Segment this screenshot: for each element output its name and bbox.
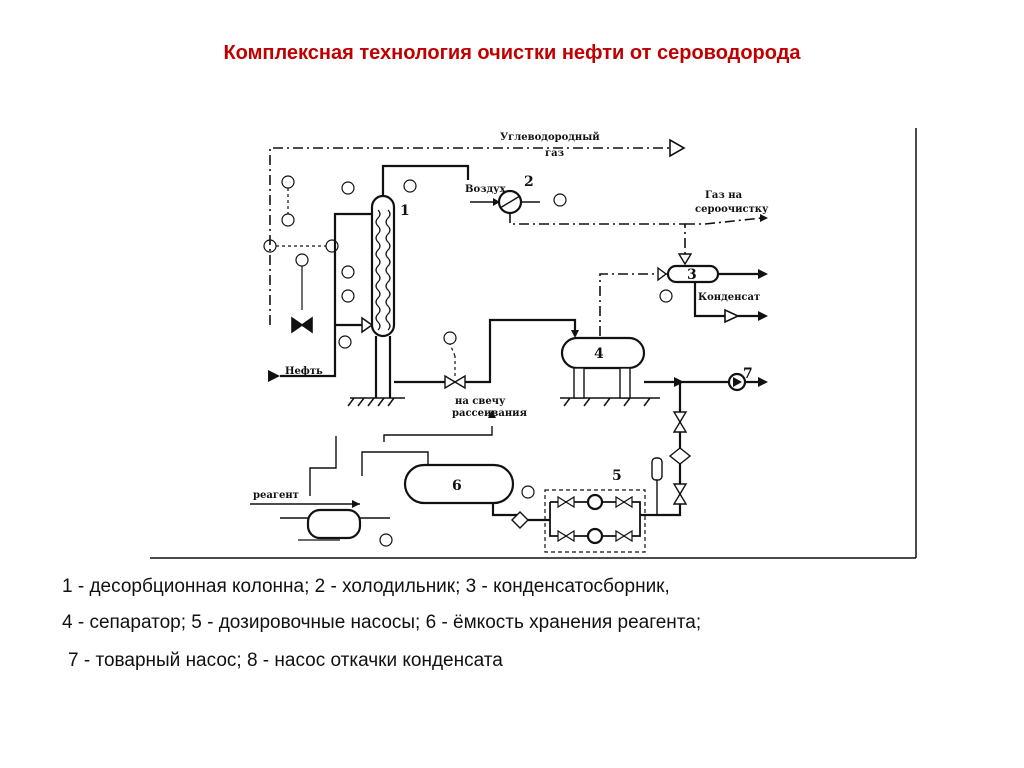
separator <box>560 336 646 370</box>
gas-dashdot-line <box>509 213 686 254</box>
label-reagent: реагент <box>253 490 299 501</box>
number-5: 5 <box>612 468 622 484</box>
valves-vertical <box>672 411 688 505</box>
pressure-vessel-small <box>651 457 663 481</box>
oil-feed-line <box>280 212 372 378</box>
reagent-feed-vertical <box>652 382 682 517</box>
process-flow-diagram: Углеводородный газ Нефть <box>150 128 917 559</box>
valve-separator <box>444 374 466 390</box>
desorption-column <box>370 194 396 398</box>
label-to-flare-1: на свечу <box>455 396 506 407</box>
separator-supports <box>573 367 631 399</box>
legend-line-1: 1 - десорбционная колонна; 2 - холодильн… <box>62 576 670 597</box>
reagent-storage-tank <box>403 463 515 505</box>
oil-inlet-arrow <box>268 370 280 382</box>
gas-outlet-arrow <box>669 138 686 158</box>
instrument-group-left <box>263 175 457 349</box>
legend-line-3: 7 - товарный насос; 8 - насос откачки ко… <box>68 650 503 671</box>
label-hydrocarbon-gas-1: Углеводородный <box>500 132 600 143</box>
label-hydrocarbon-gas-2: газ <box>545 148 564 159</box>
label-gas-to-cleaning-2: сероочистку <box>695 204 769 215</box>
label-to-flare-2: рассеивания <box>452 408 528 419</box>
number-4: 4 <box>594 346 604 362</box>
condensate-line <box>693 282 725 318</box>
dosing-pumps-group <box>544 489 646 553</box>
filter-vertical <box>668 447 692 465</box>
dosing-valves <box>557 495 633 543</box>
page-title: Комплексная технология очистки нефти от … <box>223 42 801 64</box>
condensate-pump <box>724 308 740 324</box>
number-2: 2 <box>524 174 534 190</box>
number-6: 6 <box>452 478 462 494</box>
number-1: 1 <box>400 203 410 219</box>
column-top-line <box>381 164 470 196</box>
collector-dashdot-in <box>599 273 668 340</box>
label-oil: Нефть <box>285 366 323 377</box>
label-air: Воздух <box>465 184 507 195</box>
hydrocarbon-gas-line <box>269 147 680 325</box>
legend-line-2: 4 - сепаратор; 5 - дозировочные насосы; … <box>62 612 702 633</box>
valve-oil <box>291 316 313 334</box>
number-3: 3 <box>687 267 697 283</box>
label-condensate: Конденсат <box>698 292 760 303</box>
collector-inlet-arrow <box>677 253 693 266</box>
label-gas-to-cleaning-1: Газ на <box>705 190 743 201</box>
number-7: 7 <box>743 366 753 382</box>
reagent-dosing-tank <box>306 508 362 540</box>
column-inlet-arrow <box>361 316 374 334</box>
dosing-pump-1 <box>586 493 604 511</box>
dosing-pump-2 <box>586 527 604 545</box>
